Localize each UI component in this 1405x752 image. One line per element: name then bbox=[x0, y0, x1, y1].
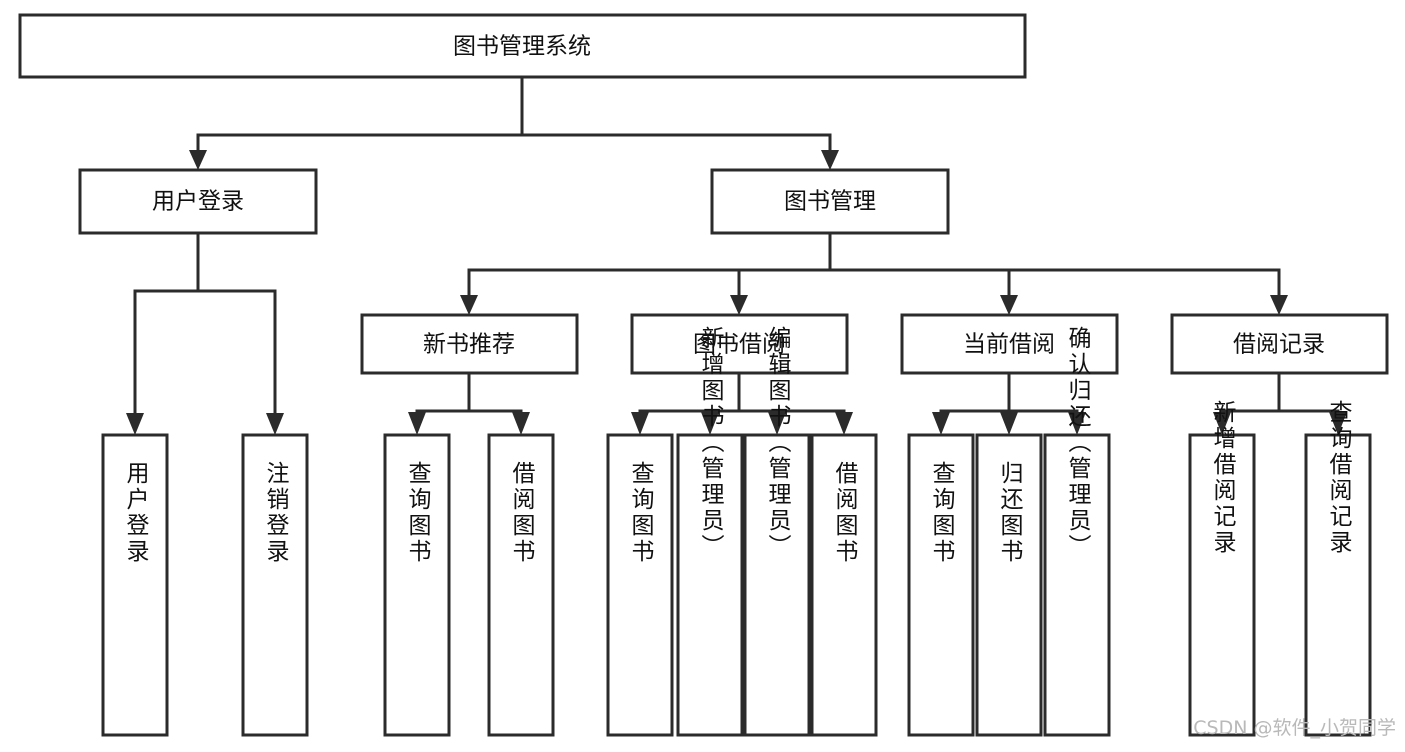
watermark-label: CSDN @软件_小贺同学 bbox=[1193, 717, 1396, 739]
leaf-new-query[interactable]: 查询图书 bbox=[383, 433, 451, 737]
arrow-head-current-icon bbox=[1000, 295, 1018, 315]
node-bookmgmt-label: 图书管理 bbox=[784, 189, 876, 215]
leaf-record-query[interactable]: 查询借阅记录 bbox=[1304, 400, 1372, 737]
node-root-label: 图书管理系统 bbox=[453, 34, 591, 60]
node-login-label: 用户登录 bbox=[152, 189, 244, 215]
leaf-user-logout-label: 注销登录 bbox=[262, 461, 290, 565]
leaf-user-logout[interactable]: 注销登录 bbox=[241, 433, 309, 737]
leaf-borrow-add-box[interactable] bbox=[676, 433, 744, 737]
leaf-borrow-edit[interactable]: 编辑图书（管理员） bbox=[743, 326, 811, 737]
leaf-record-query-label: 查询借阅记录 bbox=[1325, 400, 1353, 556]
node-records-box[interactable] bbox=[1170, 313, 1389, 375]
arrow-head-bookmgmt-icon bbox=[821, 150, 839, 170]
leaf-borrow-query-label: 查询图书 bbox=[627, 461, 655, 565]
arrow-head-borrow-icon bbox=[730, 295, 748, 315]
leaf-record-add[interactable]: 新增借阅记录 bbox=[1188, 400, 1256, 737]
arrow-head-new-query-icon bbox=[408, 412, 426, 435]
arrow-head-record-query-icon bbox=[1329, 412, 1347, 435]
leaf-current-query-label: 查询图书 bbox=[928, 461, 956, 565]
node-login-box[interactable] bbox=[78, 168, 318, 235]
leaf-new-borrow-label: 借阅图书 bbox=[508, 461, 536, 565]
leaf-record-add-label: 新增借阅记录 bbox=[1209, 400, 1237, 556]
leaf-user-logout-box[interactable] bbox=[241, 433, 309, 737]
node-records[interactable]: 借阅记录 bbox=[1170, 313, 1389, 375]
leaf-current-return[interactable]: 归还图书 bbox=[975, 433, 1043, 737]
leaf-record-query-box[interactable] bbox=[1304, 433, 1372, 737]
node-borrow[interactable]: 图书借阅 bbox=[630, 313, 849, 375]
node-borrow-label: 图书借阅 bbox=[693, 332, 785, 358]
connector-layer bbox=[126, 75, 1347, 435]
leaf-record-add-box[interactable] bbox=[1188, 433, 1256, 737]
leaf-new-borrow[interactable]: 借阅图书 bbox=[487, 433, 555, 737]
arrow-head-new-borrow-icon bbox=[512, 412, 530, 435]
arrow-head-login-icon bbox=[189, 150, 207, 170]
leaf-user-login-box[interactable] bbox=[101, 433, 169, 737]
leaf-borrow-add-label: 新增图书（管理员） bbox=[697, 326, 725, 560]
node-newbook-box[interactable] bbox=[360, 313, 579, 375]
leaf-new-query-box[interactable] bbox=[383, 433, 451, 737]
leaf-borrow-lend-label: 借阅图书 bbox=[831, 461, 859, 565]
arrow-head-borrow-add-icon bbox=[701, 412, 719, 435]
leaf-borrow-query-box[interactable] bbox=[606, 433, 674, 737]
arrow-head-current-confirm-icon bbox=[1068, 412, 1086, 435]
node-current-label: 当前借阅 bbox=[963, 332, 1055, 358]
arrow-head-current-return-icon bbox=[1000, 412, 1018, 435]
arrow-head-records-icon bbox=[1270, 295, 1288, 315]
leaf-current-return-label: 归还图书 bbox=[996, 461, 1024, 565]
node-root-box[interactable] bbox=[18, 13, 1027, 79]
node-newbook-label: 新书推荐 bbox=[423, 332, 515, 358]
leaf-current-query-box[interactable] bbox=[907, 433, 975, 737]
arrow-head-user-logout-icon bbox=[266, 413, 284, 435]
arrow-head-borrow-query-icon bbox=[631, 412, 649, 435]
node-login[interactable]: 用户登录 bbox=[78, 168, 318, 235]
node-bookmgmt[interactable]: 图书管理 bbox=[710, 168, 950, 235]
leaf-current-confirm[interactable]: 确认归还（管理员） bbox=[1043, 326, 1111, 737]
leaf-current-return-box[interactable] bbox=[975, 433, 1043, 737]
arrow-head-newbook-icon bbox=[460, 295, 478, 315]
arrow-head-current-query-icon bbox=[932, 412, 950, 435]
node-bookmgmt-box[interactable] bbox=[710, 168, 950, 235]
leaf-new-query-label: 查询图书 bbox=[404, 461, 432, 565]
leaf-user-login-label: 用户登录 bbox=[122, 461, 150, 565]
leaf-current-confirm-box[interactable] bbox=[1043, 433, 1111, 737]
node-current[interactable]: 当前借阅 bbox=[900, 313, 1119, 375]
leaf-borrow-add[interactable]: 新增图书（管理员） bbox=[676, 326, 744, 737]
node-current-box[interactable] bbox=[900, 313, 1119, 375]
node-newbook[interactable]: 新书推荐 bbox=[360, 313, 579, 375]
node-borrow-box[interactable] bbox=[630, 313, 849, 375]
leaf-borrow-edit-label: 编辑图书（管理员） bbox=[764, 326, 792, 560]
leaf-borrow-lend-box[interactable] bbox=[810, 433, 878, 737]
arrow-head-record-add-icon bbox=[1213, 412, 1231, 435]
leaf-new-borrow-box[interactable] bbox=[487, 433, 555, 737]
node-root[interactable]: 图书管理系统 bbox=[18, 13, 1027, 79]
leaf-current-confirm-label: 确认归还（管理员） bbox=[1064, 326, 1092, 560]
arrow-head-borrow-lend-icon bbox=[835, 412, 853, 435]
leaf-user-login[interactable]: 用户登录 bbox=[101, 433, 169, 737]
leaf-borrow-edit-box[interactable] bbox=[743, 433, 811, 737]
leaf-current-query[interactable]: 查询图书 bbox=[907, 433, 975, 737]
node-records-label: 借阅记录 bbox=[1233, 332, 1325, 358]
leaf-borrow-query[interactable]: 查询图书 bbox=[606, 433, 674, 737]
leaf-borrow-lend[interactable]: 借阅图书 bbox=[810, 433, 878, 737]
arrow-head-user-login-icon bbox=[126, 413, 144, 435]
arrow-head-borrow-edit-icon bbox=[768, 412, 786, 435]
